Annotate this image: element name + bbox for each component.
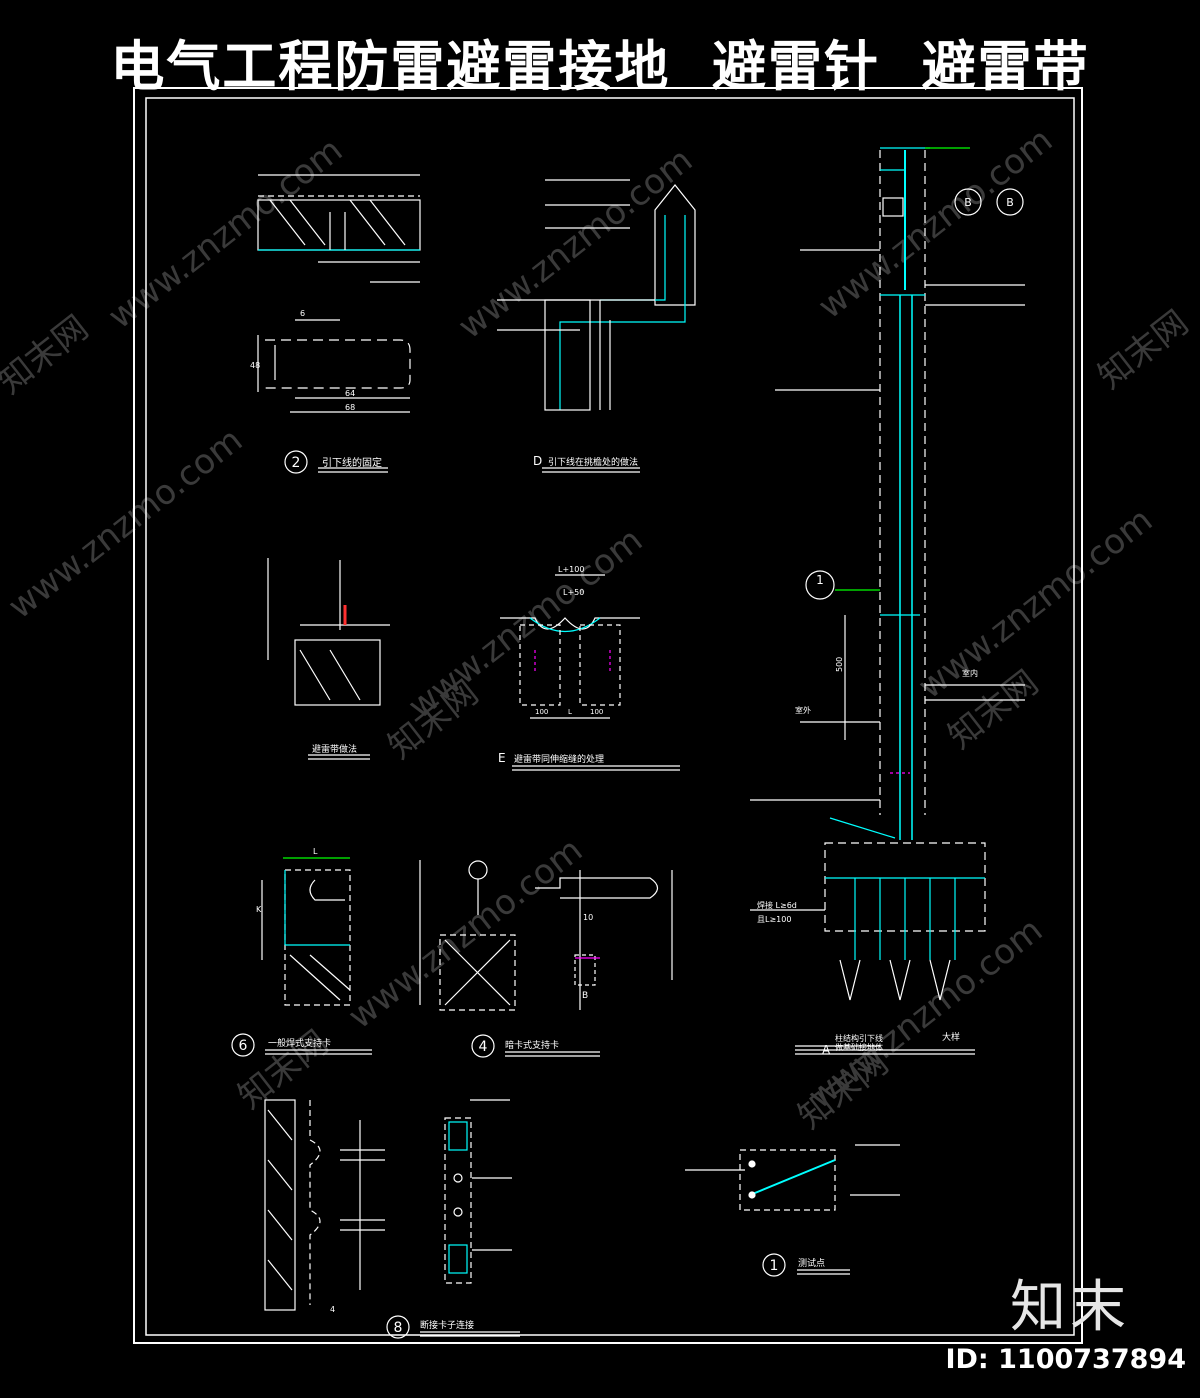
- detail-caption: 引下线在挑檐处的做法: [548, 456, 638, 468]
- dim-label: L: [313, 847, 318, 856]
- detail-D-eave: [497, 179, 696, 473]
- detail-number: 8: [394, 1320, 403, 1336]
- detail-caption: 避雷带同伸缩缝的处理: [514, 753, 604, 765]
- note-label: 焊接 L≥6d: [757, 900, 797, 910]
- detail-caption: 一般焊式支持卡: [268, 1037, 331, 1049]
- dim-label: B: [582, 991, 588, 1001]
- watermark-text: www.znzmo.com: [1, 420, 250, 627]
- watermark-text: www.znzmo.com: [451, 140, 700, 347]
- detail-2-bracket: [257, 319, 411, 474]
- detail-letter: D: [533, 454, 542, 468]
- note-label: 且L≥100: [757, 915, 791, 924]
- detail-caption: 断接卡子连接: [420, 1319, 474, 1331]
- watermark-text: www.znzmo.com: [811, 120, 1060, 327]
- dim-label: 48: [250, 361, 260, 370]
- detail-number: 6: [239, 1038, 248, 1054]
- detail-4-clip: [419, 860, 673, 1058]
- dim-label: 500: [835, 657, 844, 672]
- dim-label: 10: [583, 913, 593, 922]
- dim-label: 4: [330, 1305, 335, 1314]
- detail-6-clip: [231, 857, 372, 1057]
- detail-letter: A: [822, 1043, 831, 1057]
- watermark-cn: 知末网: [231, 1023, 336, 1117]
- detail-A-column: [750, 147, 1025, 1055]
- detail-8-disconnect: [264, 1099, 520, 1339]
- watermark-text: www.znzmo.com: [911, 500, 1160, 707]
- dim-label: 68: [345, 403, 355, 412]
- dim-label: L: [568, 708, 572, 716]
- detail-1-testpoint: [685, 1144, 900, 1277]
- dim-label: L+50: [563, 588, 584, 597]
- dim-label: 64: [345, 389, 355, 398]
- dim-label: 100: [535, 708, 548, 716]
- detail-ref: 1: [816, 573, 824, 587]
- dim-label: 100: [590, 708, 603, 716]
- id-label: ID: 1100737894: [945, 1344, 1186, 1375]
- detail-E-joint: [500, 574, 680, 771]
- detail-letter: E: [498, 751, 506, 765]
- dim-label: 6: [300, 309, 305, 318]
- level-tag: 室外: [795, 705, 811, 715]
- detail-caption: 做基础接地体: [835, 1042, 883, 1052]
- detail-caption: 避雷带做法: [312, 743, 357, 755]
- outer-frame: [133, 87, 1083, 1344]
- detail-number: 4: [479, 1039, 488, 1055]
- level-tag: 室内: [962, 668, 978, 678]
- detail-number: 1: [770, 1258, 779, 1274]
- watermark-cn-layer: 知末网 知末网 知末网 知末网 知末网 知末网: [0, 303, 1196, 1137]
- detail-caption: 暗卡式支持卡: [505, 1039, 559, 1051]
- detail-rod-support: [267, 558, 390, 760]
- dim-label: L+100: [558, 565, 584, 574]
- watermark-cn: 知末网: [0, 308, 96, 402]
- detail-labels: 2 引下线的固定 6 48 64 68 D 引下线在挑檐处的做法 避雷带做法 E…: [239, 196, 1014, 1336]
- detail-caption: 测试点: [798, 1257, 825, 1269]
- detail-top-slab: [257, 174, 421, 283]
- section-mark: B: [1006, 196, 1014, 209]
- watermark-text: www.znzmo.com: [341, 830, 590, 1037]
- watermark-text: www.znzmo.com: [101, 130, 350, 337]
- dim-label: K: [256, 905, 262, 914]
- watermark-cn: 知末网: [1091, 303, 1196, 397]
- detail-caption: 引下线的固定: [322, 456, 382, 469]
- detail-number: 2: [292, 455, 301, 471]
- detail-caption: 柱结构引下线: [835, 1033, 883, 1043]
- scale-label: 大样: [942, 1031, 960, 1043]
- brand-logo: 知末: [1010, 1275, 1130, 1340]
- section-mark: B: [964, 196, 972, 209]
- inner-frame: [145, 97, 1075, 1336]
